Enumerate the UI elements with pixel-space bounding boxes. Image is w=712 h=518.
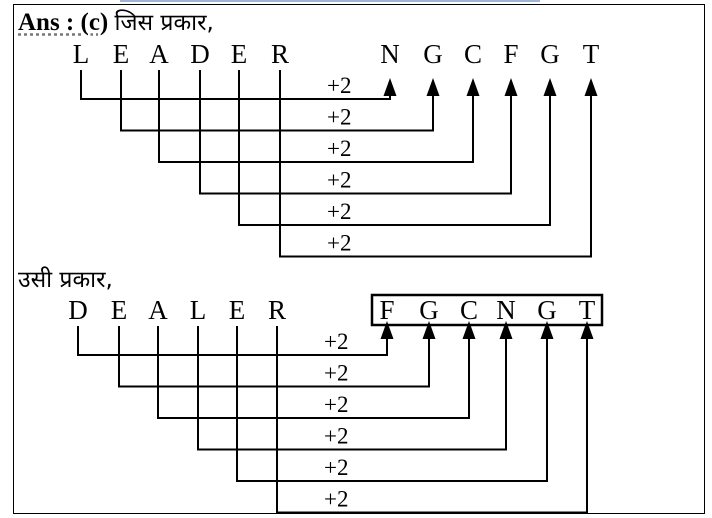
mapping-connector bbox=[238, 70, 551, 226]
target-letter: N bbox=[380, 39, 400, 69]
mapping-connector bbox=[197, 326, 507, 451]
target-letter: C bbox=[460, 295, 478, 325]
arrowhead bbox=[383, 78, 397, 96]
target-letter: T bbox=[579, 295, 596, 325]
arrowhead bbox=[462, 321, 476, 339]
source-letter: D bbox=[68, 295, 88, 325]
heading-similarly-1: जिस प्रकार, bbox=[114, 10, 214, 36]
arrowhead bbox=[540, 321, 554, 339]
source-letter: A bbox=[148, 295, 168, 325]
arrowhead bbox=[426, 78, 440, 96]
arrowhead bbox=[504, 78, 518, 96]
mapping-connector bbox=[80, 70, 391, 100]
shift-label: +2 bbox=[327, 231, 351, 256]
shift-label: +2 bbox=[324, 455, 348, 480]
shift-label: +2 bbox=[324, 392, 348, 417]
top-accent-line bbox=[120, 0, 540, 2]
arrowhead bbox=[422, 321, 436, 339]
mapping-connector bbox=[157, 326, 470, 419]
mapping-connector bbox=[158, 70, 474, 163]
shift-label: +2 bbox=[324, 361, 348, 386]
target-letter: T bbox=[583, 39, 600, 69]
source-letter: E bbox=[111, 295, 128, 325]
shift-label: +2 bbox=[324, 329, 348, 354]
target-letter: F bbox=[503, 39, 518, 69]
shift-label: +2 bbox=[324, 424, 348, 449]
target-letter: G bbox=[540, 39, 560, 69]
arrowhead bbox=[543, 78, 557, 96]
shift-label: +2 bbox=[324, 487, 348, 512]
source-letter: D bbox=[190, 39, 210, 69]
target-letter: C bbox=[464, 39, 482, 69]
answer-prefix: Ans : (c) bbox=[18, 9, 109, 36]
shift-label: +2 bbox=[327, 136, 351, 161]
mapping-connector bbox=[77, 326, 388, 356]
mapping-connector bbox=[276, 326, 588, 514]
arrowhead bbox=[466, 78, 480, 96]
shift-label: +2 bbox=[327, 73, 351, 98]
shift-label: +2 bbox=[327, 168, 351, 193]
arrowhead bbox=[380, 321, 394, 339]
mapping-connector bbox=[118, 326, 430, 388]
target-letter: N bbox=[496, 295, 516, 325]
shift-label: +2 bbox=[327, 105, 351, 130]
target-letter: G bbox=[419, 295, 439, 325]
answer-box bbox=[370, 293, 604, 327]
source-letter: L bbox=[73, 39, 90, 69]
shift-label: +2 bbox=[327, 199, 351, 224]
source-letter: R bbox=[271, 39, 289, 69]
target-letter: F bbox=[379, 295, 394, 325]
arrowhead bbox=[584, 78, 598, 96]
mapping-connector bbox=[279, 70, 592, 258]
arrowhead bbox=[499, 321, 513, 339]
answer-heading: Ans : (c) जिस प्रकार, bbox=[18, 10, 214, 35]
source-letter: E bbox=[231, 39, 248, 69]
source-letter: L bbox=[190, 295, 207, 325]
mapping-connector bbox=[120, 70, 434, 132]
mapping-connector bbox=[236, 326, 548, 482]
target-letter: G bbox=[423, 39, 443, 69]
heading-similarly-2: उसी प्रकार, bbox=[18, 267, 113, 293]
target-letter: G bbox=[537, 295, 557, 325]
source-letter: E bbox=[229, 295, 246, 325]
arrowhead bbox=[580, 321, 594, 339]
source-letter: E bbox=[113, 39, 130, 69]
source-letter: A bbox=[149, 39, 169, 69]
source-letter: R bbox=[268, 295, 286, 325]
mapping-connector bbox=[199, 70, 512, 195]
